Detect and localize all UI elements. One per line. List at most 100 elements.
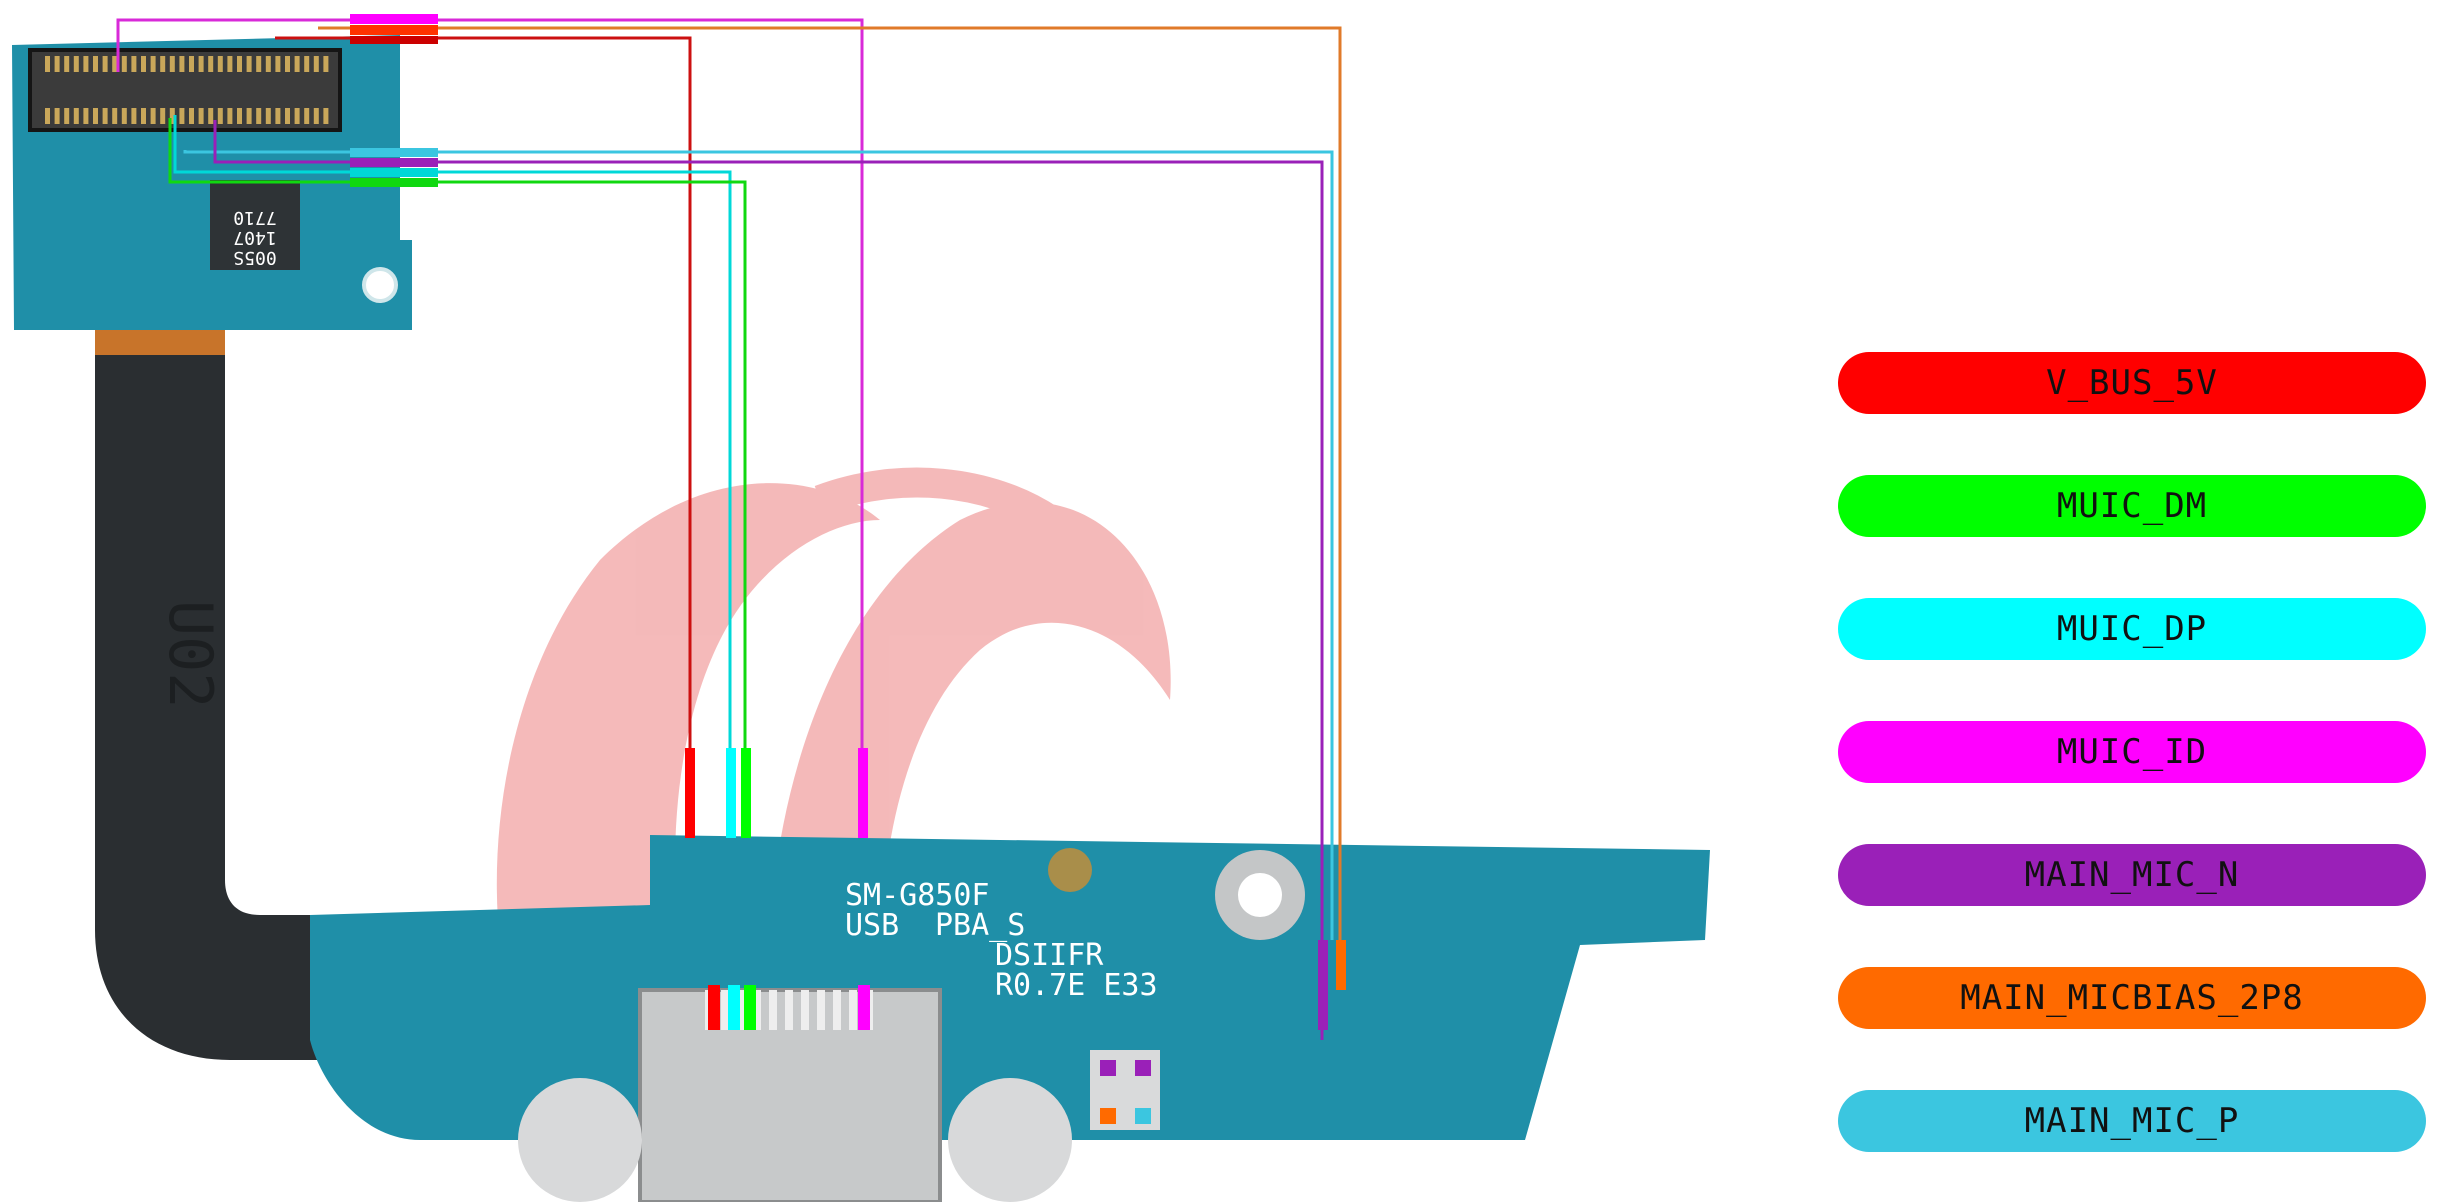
legend-muic-dm: MUIC_DM <box>1838 475 2426 537</box>
connector-pin <box>141 56 146 72</box>
connector-pin <box>73 108 79 124</box>
connector-pin <box>313 56 319 72</box>
connector-pin <box>304 56 310 72</box>
connector-pin <box>217 56 223 72</box>
connector-pin <box>217 108 223 124</box>
connector-pins <box>45 56 329 124</box>
connector-pin <box>112 108 118 124</box>
trace-mic-p <box>183 150 1334 940</box>
legend-label: MUIC_DP <box>2056 609 2208 649</box>
top-mount-hole <box>362 267 398 303</box>
usb-pin <box>817 990 825 1030</box>
bottom-mount-hole <box>1238 873 1282 917</box>
legend-label: MAIN_MIC_P <box>2024 1101 2240 1141</box>
connector-pin <box>265 108 271 124</box>
connector-pin <box>64 108 70 124</box>
usb-pin <box>769 990 777 1030</box>
connector-pin <box>227 56 233 72</box>
silkscreen-code: DSIIFR <box>995 938 1104 973</box>
connector-pin <box>323 108 329 124</box>
connector-pin <box>246 56 252 72</box>
connector-pin <box>179 108 185 124</box>
connector-pin <box>256 108 262 124</box>
usb-pin <box>785 990 793 1030</box>
flex-cable-joint <box>95 330 225 355</box>
connector-pin <box>121 56 127 72</box>
connector-pin <box>64 56 70 72</box>
connector-pin <box>285 108 290 124</box>
usb-pin <box>753 990 761 1030</box>
connector-pin <box>160 56 166 72</box>
connector-pin <box>121 108 127 124</box>
connector-pin <box>275 56 281 72</box>
trace-tags <box>350 14 438 187</box>
connector-pin <box>83 56 89 72</box>
connector-pin <box>150 108 156 124</box>
usb-bracket-right <box>948 1078 1072 1202</box>
connector-pin <box>256 56 262 72</box>
usb-pin <box>849 990 857 1030</box>
silkscreen-rev: R0.7E E33 <box>995 968 1158 1003</box>
muic-chip <box>210 180 300 270</box>
connector-pin <box>189 108 194 124</box>
usb-pin <box>737 990 745 1030</box>
legend-main-mic-n: MAIN_MIC_N <box>1838 844 2426 906</box>
chip-text-2: 1407 <box>233 227 276 248</box>
connector-pin <box>179 56 185 72</box>
connector-pin <box>131 56 137 72</box>
connector-pin <box>93 108 98 124</box>
connector-pin <box>246 108 252 124</box>
flex-cable <box>95 330 330 1060</box>
connector-pin <box>54 108 60 124</box>
usb-bracket-left <box>518 1078 642 1202</box>
legend-label: V_BUS_5V <box>2046 363 2218 403</box>
connector-pin <box>294 108 300 124</box>
connector-pin <box>275 108 281 124</box>
flex-text: U02 <box>155 600 225 708</box>
connector-pin <box>45 56 50 72</box>
trace-muic-dp <box>173 115 732 790</box>
legend-v-bus-5v: V_BUS_5V <box>1838 352 2426 414</box>
trace-muic-id <box>116 18 864 790</box>
legend-label: MUIC_DM <box>2056 486 2208 526</box>
legend-main-mic-p: MAIN_MIC_P <box>1838 1090 2426 1152</box>
connector-pin <box>237 108 242 124</box>
connector-pin <box>102 108 108 124</box>
trace-micbias <box>318 26 1342 940</box>
connector-pin <box>285 56 290 72</box>
pcb-diagram: U02 7710 1407 005S SM-G850F USB PBA_S DS… <box>12 14 1710 1202</box>
connector-pin <box>237 56 242 72</box>
connector-pin <box>265 56 271 72</box>
legend-muic-dp: MUIC_DP <box>1838 598 2426 660</box>
silkscreen-model: SM-G850F <box>845 878 990 913</box>
usb-pin <box>801 990 809 1030</box>
connector-pin <box>73 56 79 72</box>
connector-pin <box>102 56 108 72</box>
usb-pin <box>721 990 729 1030</box>
connector-pin <box>189 56 194 72</box>
connector-pin <box>169 108 175 124</box>
legend-muic-id: MUIC_ID <box>1838 721 2426 783</box>
connector-pin <box>294 56 300 72</box>
legend-main-micbias-2p8: MAIN_MICBIAS_2P8 <box>1838 967 2426 1029</box>
connector-pin <box>150 56 156 72</box>
connector-pin <box>45 108 50 124</box>
connector-pin <box>323 56 329 72</box>
trace-mic-n <box>213 120 1324 1040</box>
trace-lines <box>116 18 1342 1040</box>
chip-text-3: 005S <box>233 247 276 268</box>
legend-label: MAIN_MIC_N <box>2024 855 2240 895</box>
connector-pin <box>304 108 310 124</box>
usb-pin <box>833 990 841 1030</box>
connector-pin <box>208 56 214 72</box>
connector-pin <box>198 56 204 72</box>
connector-pin <box>131 108 137 124</box>
pad-markers <box>685 748 1346 1124</box>
legend-label: MUIC_ID <box>2056 732 2208 772</box>
silkscreen-usb: USB <box>845 908 899 943</box>
connector-pin <box>169 56 175 72</box>
connector-pin <box>227 108 233 124</box>
connector-pin <box>313 108 319 124</box>
connector-pin <box>83 108 89 124</box>
connector-pin <box>208 108 214 124</box>
